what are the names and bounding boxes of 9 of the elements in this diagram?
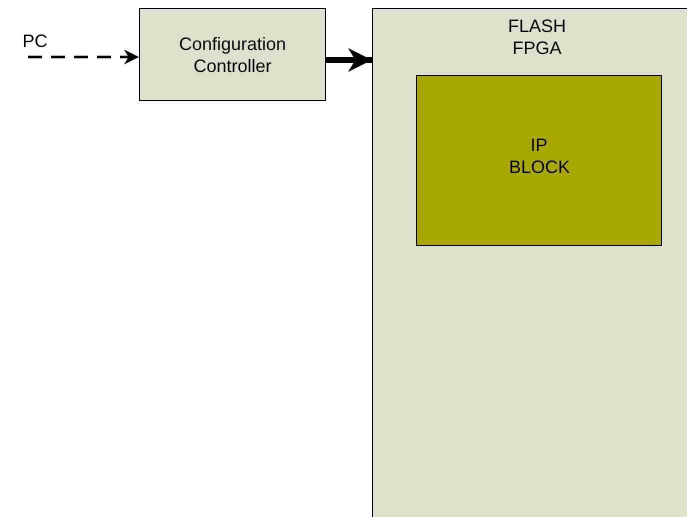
block-box — [416, 75, 662, 246]
arrow — [28, 50, 139, 64]
node-label: IP BLOCK — [509, 134, 569, 178]
container-box — [372, 8, 687, 517]
node-label: FLASH FPGA — [506, 15, 568, 59]
process-box — [139, 8, 326, 101]
node-label: PC — [22, 30, 48, 52]
arrow — [326, 48, 372, 72]
node-label: Configuration Controller — [178, 32, 288, 76]
